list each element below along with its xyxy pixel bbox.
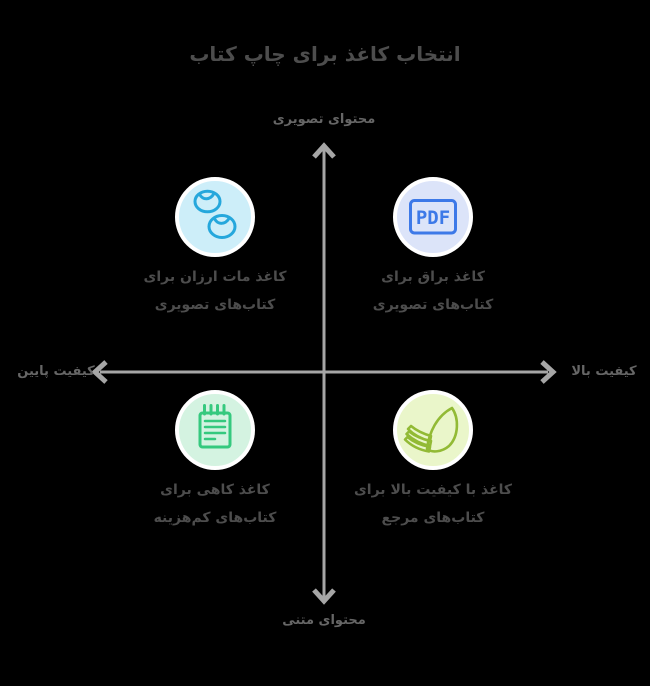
axis-label-left: کیفیت پایین	[17, 364, 95, 379]
axis-label-bottom: محتوای متنی	[282, 613, 366, 628]
quadrant-item-bottom-right: کاغذ با کیفیت بالا برای کتاب‌های مرجع	[323, 390, 543, 532]
pdf-icon-label: PDF	[416, 207, 450, 229]
quadrant-label-line: کتاب‌های مرجع	[381, 509, 485, 526]
book-pages-glyph	[403, 406, 459, 453]
page-title: انتخاب کاغذ برای چاپ کتاب	[189, 42, 461, 66]
arrow-right-icon	[540, 360, 557, 384]
arrow-up-icon	[312, 142, 336, 159]
quadrant-item-top-right: PDF کاغذ براق برای کتاب‌های تصویری	[323, 177, 543, 319]
axis-label-right: کیفیت بالا	[571, 364, 637, 379]
quadrant-label-line: کاغذ براق برای	[381, 269, 485, 285]
quadrant-label-line: کتاب‌های کم‌هزینه	[153, 509, 277, 526]
notepad-glyph	[198, 404, 232, 449]
arrow-down-icon	[312, 588, 336, 605]
axis-label-top: محتوای تصویری	[272, 112, 376, 127]
quadrant-label: کاغذ با کیفیت بالا برای کتاب‌های مرجع	[323, 477, 543, 532]
quadrant-item-bottom-left: کاغذ کاهی برای کتاب‌های کم‌هزینه	[105, 390, 325, 532]
quadrant-label: کاغذ کاهی برای کتاب‌های کم‌هزینه	[105, 477, 325, 532]
pdf-glyph: PDF	[409, 199, 457, 235]
quadrant-label: کاغذ مات ارزان برای کتاب‌های تصویری	[105, 264, 325, 319]
quadrant-label-line: کتاب‌های تصویری	[372, 296, 494, 313]
quadrant-label-line: کاغذ کاهی برای	[160, 482, 270, 498]
book-pages-icon	[393, 390, 473, 470]
notepad-icon	[175, 390, 255, 470]
matte-stones-icon	[175, 177, 255, 257]
quadrant-label-line: کاغذ با کیفیت بالا برای	[353, 482, 513, 498]
quadrant-label-line: کاغذ مات ارزان برای	[143, 269, 287, 285]
pdf-icon: PDF	[393, 177, 473, 257]
quadrant-label: کاغذ براق برای کتاب‌های تصویری	[323, 264, 543, 319]
quadrant-item-top-left: کاغذ مات ارزان برای کتاب‌های تصویری	[105, 177, 325, 319]
matte-stones-glyph	[193, 189, 237, 239]
quadrant-label-line: کتاب‌های تصویری	[154, 296, 276, 313]
arrow-left-icon	[91, 360, 108, 384]
